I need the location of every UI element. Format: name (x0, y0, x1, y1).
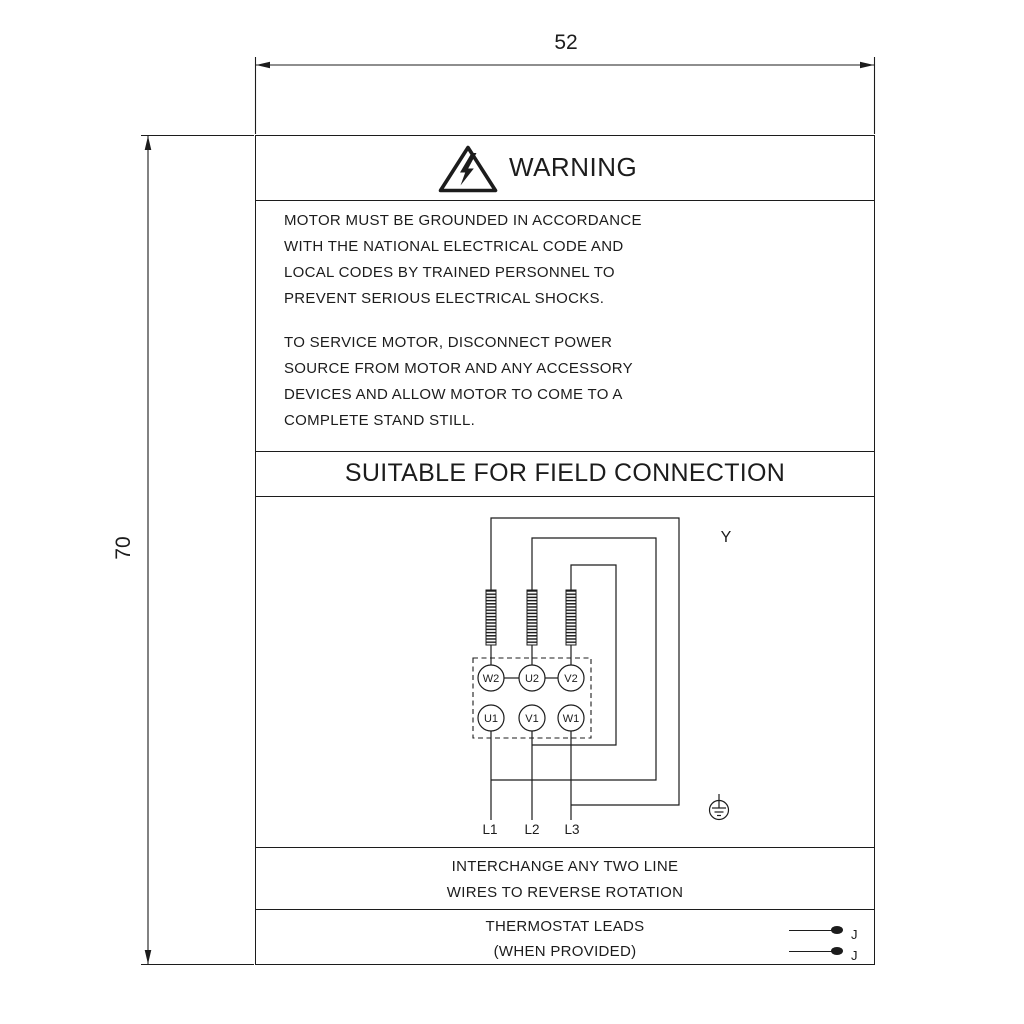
terminal-label: V2 (564, 673, 577, 685)
terminal-w1: W1 (557, 704, 585, 732)
height-dimension-value: 70 (112, 536, 135, 560)
thermostat-note: THERMOSTAT LEADS (WHEN PROVIDED) (485, 918, 645, 960)
lead-wire (789, 951, 833, 952)
thermostat-section: THERMOSTAT LEADS (WHEN PROVIDED) J J (256, 910, 874, 964)
winding-coils (485, 589, 577, 646)
lead-label: J (851, 927, 858, 942)
winding-loop-outer (490, 517, 680, 806)
line-lead-l1: L1 (482, 822, 497, 837)
terminal-label: V1 (525, 713, 538, 725)
width-dimension-value: 52 (554, 31, 578, 54)
warning-title: WARNING (509, 152, 638, 182)
lead-terminal-dot-icon (831, 947, 843, 955)
winding-loops (490, 517, 680, 806)
wye-wiring-diagram: W2 U2 V2 U1 (472, 517, 732, 837)
terminal-v2: V2 (557, 664, 585, 692)
protective-earth-icon (708, 794, 730, 821)
arrowhead-right-icon (860, 61, 874, 69)
lead-label: J (851, 948, 858, 963)
arrowhead-left-icon (256, 61, 270, 69)
winding-loop-middle (491, 537, 657, 781)
supply-leads (490, 731, 572, 821)
terminal-v1: V1 (518, 704, 546, 732)
lead-terminal-dot-icon (831, 926, 843, 934)
reverse-rotation-note: INTERCHANGE ANY TWO LINE WIRES TO REVERS… (256, 848, 874, 910)
terminal-label: U2 (525, 673, 539, 685)
coil-icon (485, 589, 497, 646)
lightning-bolt-icon (460, 153, 477, 186)
terminal-u1: U1 (477, 704, 505, 732)
arrowhead-up-icon (144, 136, 152, 150)
service-instruction: TO SERVICE MOTOR, DISCONNECT POWER SOURC… (284, 333, 633, 429)
wiring-diagram-section: W2 U2 V2 U1 (256, 497, 874, 849)
thermostat-lead-1: J (789, 926, 874, 942)
grounding-instruction: MOTOR MUST BE GROUNDED IN ACCORDANCE WIT… (284, 211, 642, 307)
coil-terminal-stubs (490, 645, 572, 666)
line-lead-l2: L2 (524, 822, 539, 837)
safety-instructions: MOTOR MUST BE GROUNDED IN ACCORDANCE WIT… (256, 201, 874, 453)
terminal-w2: W2 (477, 664, 505, 692)
terminals: W2 U2 V2 U1 (477, 664, 585, 732)
line-lead-l3: L3 (564, 822, 579, 837)
lead-wire (789, 930, 833, 931)
field-connection-title: SUITABLE FOR FIELD CONNECTION (256, 452, 874, 498)
warning-header: WARNING (256, 136, 874, 201)
high-voltage-warning-icon (438, 145, 498, 193)
coil-icon (565, 589, 577, 646)
coil-icon (526, 589, 538, 646)
terminal-label: W1 (563, 713, 580, 725)
motor-warning-label: WARNING MOTOR MUST BE GROUNDED IN ACCORD… (255, 135, 875, 965)
arrowhead-down-icon (144, 950, 152, 964)
connection-type-label: Y (721, 529, 732, 546)
terminal-label: W2 (483, 673, 500, 685)
terminal-label: U1 (484, 713, 498, 725)
thermostat-lead-2: J (789, 947, 874, 963)
winding-loop-inner (532, 564, 617, 746)
terminal-u2: U2 (518, 664, 546, 692)
